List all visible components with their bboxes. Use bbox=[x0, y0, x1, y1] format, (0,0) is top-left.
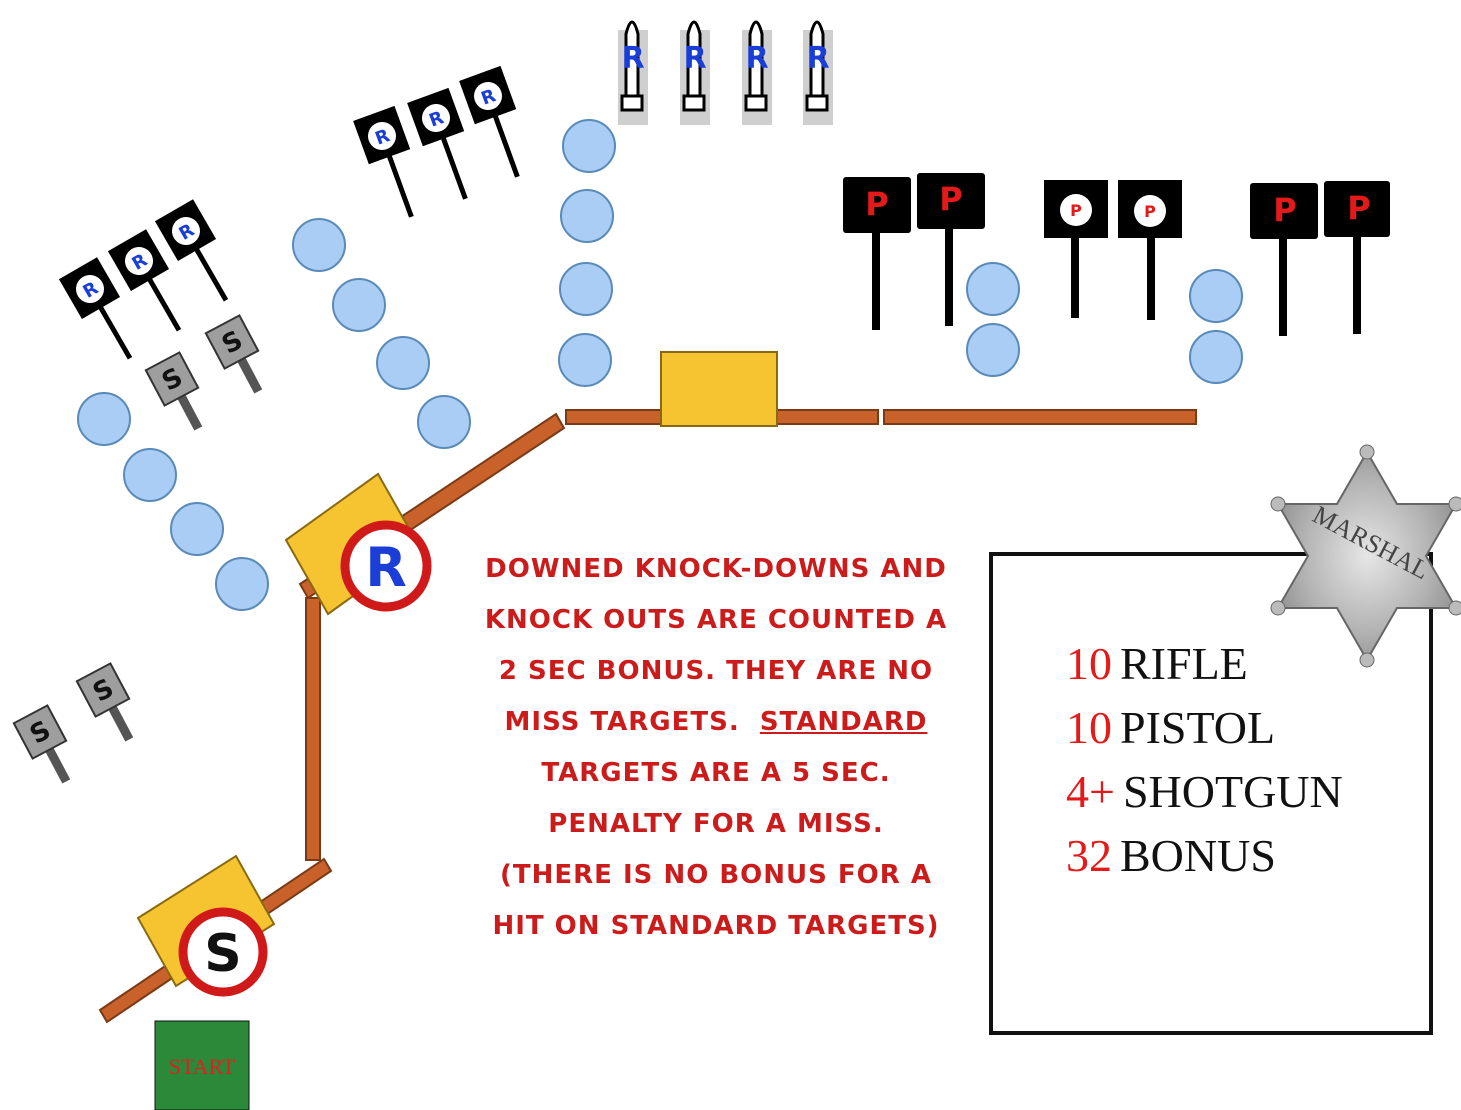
shotgun-station-marker: S bbox=[183, 912, 263, 992]
knockdown-plate bbox=[124, 449, 176, 501]
knockdown-plate bbox=[78, 393, 130, 445]
svg-text:R: R bbox=[745, 41, 768, 76]
rifle-station-letter: R bbox=[365, 536, 407, 599]
note-underlined-word: STANDARD bbox=[760, 707, 928, 737]
knockdown-plate bbox=[333, 279, 385, 331]
shotgun-targets: S S S S bbox=[14, 315, 275, 790]
barricade-top-right bbox=[884, 410, 1196, 424]
note-line: TARGETS ARE A 5 SEC. bbox=[440, 748, 992, 799]
barricade-vertical bbox=[306, 598, 320, 860]
svg-text:R: R bbox=[806, 41, 829, 76]
svg-text:P: P bbox=[939, 180, 962, 218]
rifle-targets-middle: R R R bbox=[353, 66, 538, 224]
svg-text:R: R bbox=[683, 41, 706, 76]
pistol-target: P bbox=[1044, 180, 1108, 318]
note-line: (THERE IS NO BONUS FOR A bbox=[440, 850, 992, 901]
knockdown-plate bbox=[418, 396, 470, 448]
round-count-row: 4+SHOTGUN bbox=[1066, 760, 1343, 824]
pistol-target: P bbox=[843, 177, 911, 330]
table-center bbox=[661, 352, 777, 426]
svg-text:P: P bbox=[1273, 191, 1296, 229]
rifle-target: R bbox=[459, 66, 538, 184]
rifle-bullet-targets: R R R R bbox=[618, 22, 833, 125]
rifle-bullet-target: R bbox=[742, 22, 772, 125]
pistol-target: P bbox=[1118, 180, 1182, 320]
shotgun-target: S bbox=[206, 315, 275, 400]
knockdown-plate bbox=[1190, 331, 1242, 383]
note-line: PENALTY FOR A MISS. bbox=[440, 799, 992, 850]
note-line: 2 SEC BONUS. THEY ARE NO bbox=[440, 646, 992, 697]
rifle-target: R bbox=[155, 199, 245, 311]
knockdown-plate bbox=[563, 120, 615, 172]
pistol-targets: P P P P P P bbox=[843, 173, 1390, 336]
knockdown-plate bbox=[171, 503, 223, 555]
knockdown-plate bbox=[967, 324, 1019, 376]
shotgun-target: S bbox=[77, 663, 146, 748]
knockdown-plate bbox=[559, 334, 611, 386]
rifle-bullet-target: R bbox=[803, 22, 833, 125]
svg-text:P: P bbox=[1070, 201, 1082, 220]
pistol-target: P bbox=[1324, 181, 1390, 334]
svg-text:R: R bbox=[621, 41, 644, 76]
svg-text:P: P bbox=[865, 185, 888, 223]
rifle-bullet-target: R bbox=[680, 22, 710, 125]
knockdown-plate bbox=[377, 337, 429, 389]
knockdown-plate bbox=[560, 263, 612, 315]
knockdown-plate bbox=[967, 263, 1019, 315]
rules-note: DOWNED KNOCK-DOWNS AND KNOCK OUTS ARE CO… bbox=[440, 544, 992, 952]
note-line: DOWNED KNOCK-DOWNS AND bbox=[440, 544, 992, 595]
shotgun-target: S bbox=[146, 352, 215, 437]
note-line: HIT ON STANDARD TARGETS) bbox=[440, 901, 992, 952]
pistol-target: P bbox=[1250, 183, 1318, 336]
knockdown-plate bbox=[1190, 270, 1242, 322]
note-line: KNOCK OUTS ARE COUNTED A bbox=[440, 595, 992, 646]
knockdown-plate bbox=[561, 190, 613, 242]
shotgun-station-letter: S bbox=[204, 924, 241, 984]
shotgun-target: S bbox=[14, 705, 83, 790]
knockdown-plate bbox=[293, 219, 345, 271]
rifle-bullet-target: R bbox=[618, 22, 648, 125]
svg-text:P: P bbox=[1347, 189, 1370, 227]
rifle-station-marker: R bbox=[345, 525, 427, 607]
knockdown-plate bbox=[216, 558, 268, 610]
note-line: MISS TARGETS. STANDARD bbox=[440, 697, 992, 748]
start-box: START bbox=[155, 1021, 249, 1110]
svg-text:P: P bbox=[1144, 202, 1156, 221]
start-label: START bbox=[169, 1054, 236, 1079]
